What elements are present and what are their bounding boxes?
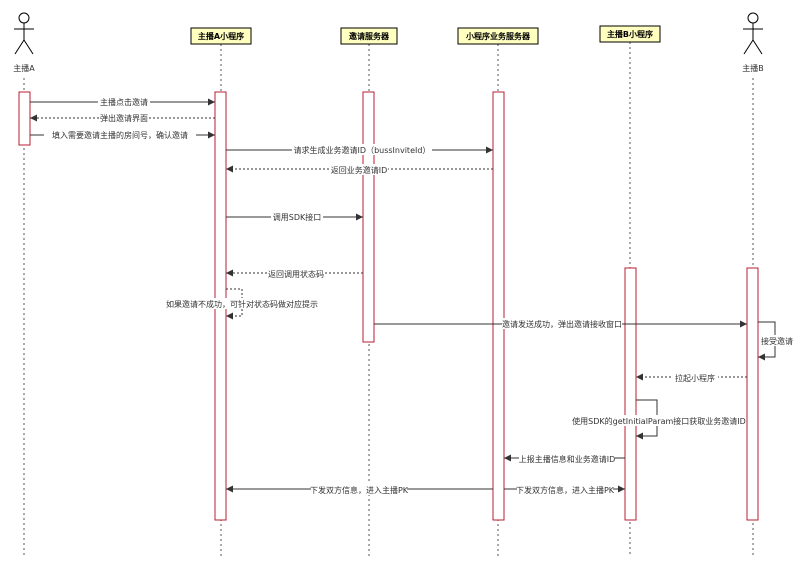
activation-actor-b	[746, 267, 759, 521]
actor-b[interactable]: 主播B	[742, 12, 764, 73]
participant-biz-server-label: 小程序业务服务器	[465, 31, 531, 41]
message-label-9: 邀请发送成功，弹出邀请接收窗口	[502, 319, 622, 329]
message-label-13: 上报主播信息和业务邀请ID	[519, 454, 616, 464]
stick-figure-icon	[743, 12, 763, 55]
participant-biz-server[interactable]: 小程序业务服务器	[457, 27, 539, 45]
message-label-5: 返回业务邀请ID	[331, 165, 388, 175]
message-label-15: 下发双方信息，进入主播PK	[516, 485, 615, 495]
message-label-10: 接受邀请	[761, 336, 793, 346]
message-label-3: 填入需要邀请主播的房间号，确认邀请	[52, 130, 188, 140]
activation-biz-server	[492, 91, 505, 521]
message-label-7: 返回调用状态码	[268, 269, 324, 279]
participant-box	[190, 27, 252, 45]
message-label-4: 请求生成业务邀请ID（bussInviteId）	[294, 145, 431, 155]
participant-box	[340, 27, 398, 45]
participant-app-b[interactable]: 主播B小程序	[599, 25, 661, 43]
message-label-8: 如果邀请不成功，可针对状态码做对应提示	[166, 299, 318, 309]
message-labels: 主播点击邀请 弹出邀请界面 填入需要邀请主播的房间号，确认邀请 请求生成业务邀请…	[44, 96, 795, 495]
participant-app-a-label: 主播A小程序	[198, 31, 244, 41]
activation-invite-server	[362, 91, 375, 343]
activation-app-b	[624, 267, 637, 521]
actor-b-label: 主播B	[742, 63, 764, 73]
message-label-12: 使用SDK的getInitialParam接口获取业务邀请ID	[572, 416, 746, 426]
message-label-2: 弹出邀请界面	[100, 113, 148, 123]
actor-a-label: 主播A	[13, 63, 35, 73]
participant-box	[457, 27, 539, 45]
message-label-14: 下发双方信息，进入主播PK	[310, 485, 409, 495]
actor-a[interactable]: 主播A	[13, 12, 35, 73]
messages	[30, 98, 776, 493]
stick-figure-icon	[14, 12, 34, 55]
participant-app-a[interactable]: 主播A小程序	[190, 27, 252, 45]
participant-app-b-label: 主播B小程序	[607, 29, 653, 39]
message-label-1: 主播点击邀请	[100, 97, 148, 107]
participant-invite-server-label: 邀请服务器	[349, 31, 390, 41]
message-label-6: 调用SDK接口	[273, 212, 321, 222]
participant-box	[599, 25, 661, 43]
participant-invite-server[interactable]: 邀请服务器	[340, 27, 398, 45]
activation-actor-a	[18, 91, 31, 146]
message-label-11: 拉起小程序	[675, 373, 715, 383]
activation-bars	[18, 91, 759, 521]
